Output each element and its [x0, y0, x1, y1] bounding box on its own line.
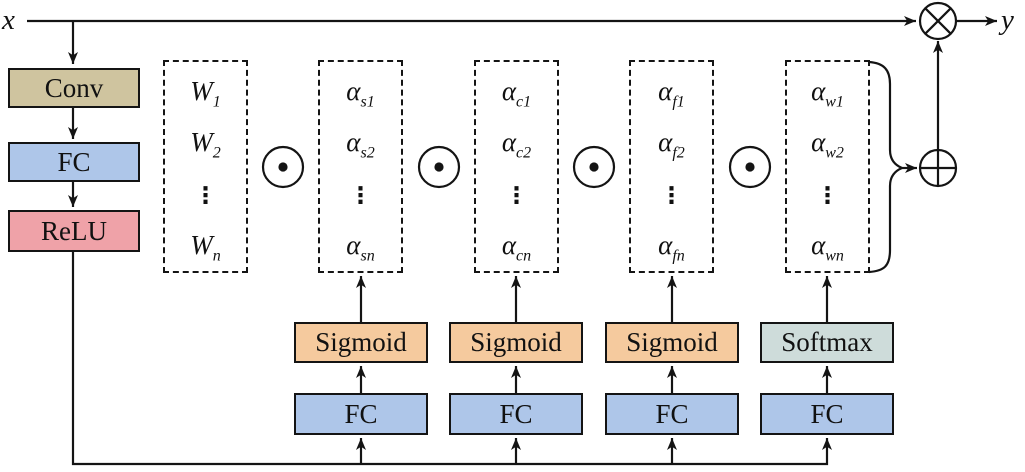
vector-entry: αf2 — [658, 127, 685, 162]
hadamard-icon — [417, 145, 461, 189]
input-label: x — [2, 4, 15, 36]
vector-entry: W1 — [190, 76, 221, 111]
output-label: y — [1001, 4, 1014, 36]
hadamard-icon — [572, 145, 616, 189]
sigmoid-box: Sigmoid — [449, 322, 583, 363]
alpha-f-vector-box: αf1 αf2 ⋮ αfn — [629, 60, 714, 273]
vector-ellipsis: ⋮ — [505, 182, 528, 209]
vector-entry: αw2 — [811, 127, 844, 162]
circled-plus-icon — [918, 148, 958, 188]
vector-ellipsis: ⋮ — [349, 182, 372, 209]
vector-entry: αcn — [501, 229, 532, 265]
fc-box: FC — [294, 393, 428, 435]
vector-entry: αw1 — [811, 76, 844, 111]
circled-times-icon — [918, 1, 958, 41]
vector-entry: αc1 — [501, 76, 532, 111]
vector-entry: αs2 — [346, 127, 375, 162]
fc-box: FC — [449, 393, 583, 435]
hadamard-icon — [728, 145, 772, 189]
softmax-box: Softmax — [760, 322, 894, 363]
sigmoid-box: Sigmoid — [605, 322, 739, 363]
vector-entry: αs1 — [346, 76, 375, 111]
vector-entry: αwn — [811, 229, 844, 265]
fc-box: FC — [8, 142, 140, 182]
conv-box: Conv — [8, 68, 140, 108]
alpha-c-vector-box: αc1 αc2 ⋮ αcn — [474, 60, 559, 273]
sigmoid-box: Sigmoid — [294, 322, 428, 363]
relu-feedback-bus — [71, 251, 832, 466]
vector-entry: W2 — [190, 127, 221, 162]
vector-entry: αc2 — [501, 127, 532, 162]
vector-entry: αsn — [346, 229, 375, 265]
vector-ellipsis: ⋮ — [660, 182, 683, 209]
vector-entry: αf1 — [658, 76, 685, 111]
gather-brace — [868, 60, 905, 274]
fc-box: FC — [605, 393, 739, 435]
vector-entry: Wn — [190, 229, 221, 265]
relu-box: ReLU — [8, 210, 140, 252]
vector-entry: αfn — [658, 229, 685, 265]
fc-box: FC — [760, 393, 894, 435]
alpha-w-vector-box: αw1 αw2 ⋮ αwn — [785, 60, 870, 273]
vector-ellipsis: ⋮ — [816, 182, 839, 209]
hadamard-icon — [261, 145, 305, 189]
alpha-s-vector-box: αs1 αs2 ⋮ αsn — [318, 60, 403, 273]
vector-ellipsis: ⋮ — [194, 182, 217, 209]
weight-vector-box: W1 W2 ⋮ Wn — [163, 60, 248, 273]
